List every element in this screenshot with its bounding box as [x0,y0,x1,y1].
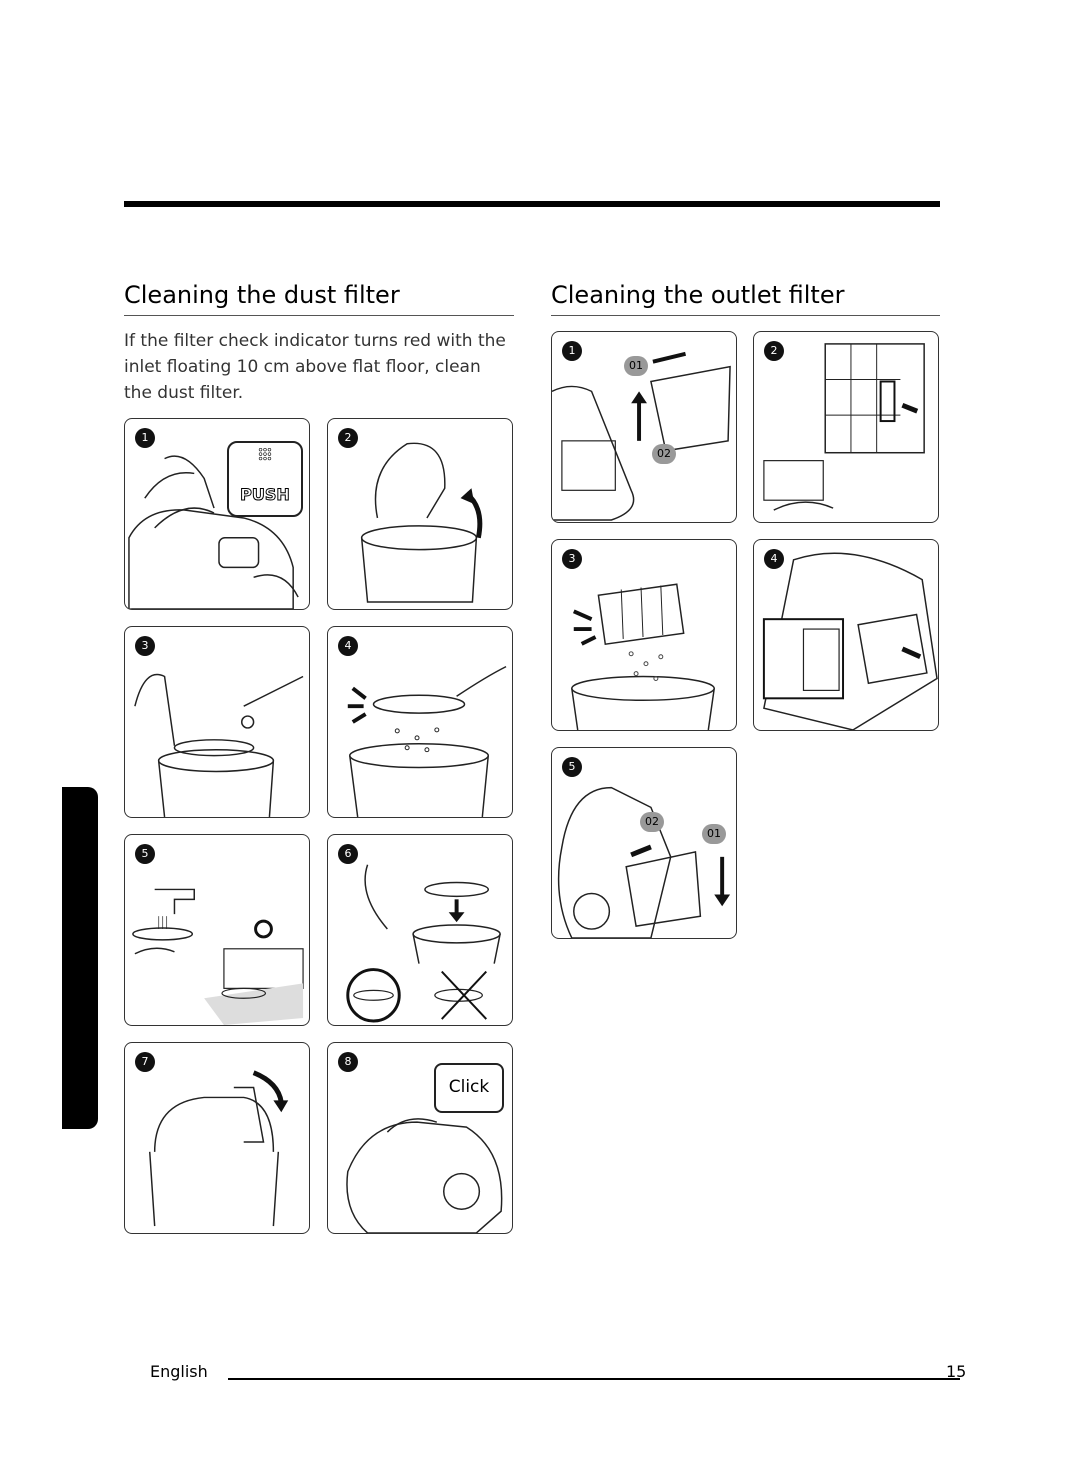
step-badge: 4 [764,549,784,569]
close-outlet-cover-illustration [557,786,731,938]
dust-step-4-panel: 4 [327,626,513,818]
dust-step-3-panel: 3 [124,626,310,818]
push-button-callout: PUSH [227,441,303,517]
step-badge: 2 [338,428,358,448]
step-badge: 2 [764,341,784,361]
step-badge: 1 [562,341,582,361]
step-badge: 8 [338,1052,358,1072]
dust-step-8-panel: 8 Click [327,1042,513,1234]
dust-step-5-panel: 5 [124,834,310,1026]
top-rule [124,201,940,207]
step-badge: 1 [135,428,155,448]
step-badge: 3 [562,549,582,569]
tag-02: 02 [640,812,664,832]
step-badge: 6 [338,844,358,864]
section-side-tab [62,787,98,1129]
remove-filter-illustration [134,673,304,817]
dot-grid-icon [258,447,272,461]
step-badge: 4 [338,636,358,656]
step-badge: 7 [135,1052,155,1072]
step-badge: 5 [135,844,155,864]
tag-01: 01 [624,356,648,376]
dust-step-2-panel: 2 [327,418,513,610]
wash-and-dry-illustration [132,888,304,1025]
outlet-step-4-panel: 4 [753,539,939,731]
dust-step-1-panel: 1 PUSH [124,418,310,610]
outlet-step-2-panel: 2 [753,331,939,523]
footer-language: English [150,1362,208,1381]
vacuum-handle-illustration [128,455,299,609]
tag-02: 02 [652,444,676,464]
dust-step-7-panel: 7 [124,1042,310,1234]
footer-rule [228,1378,960,1380]
filter-latch-illustration [763,343,925,511]
dust-filter-intro: If the filter check indicator turns red … [124,331,506,403]
step-badge: 5 [562,757,582,777]
dust-filter-title: Cleaning the dust filter [124,281,400,309]
click-callout: Click [434,1063,504,1113]
outlet-step-3-panel: 3 [551,539,737,731]
tap-outlet-filter-illustration [571,583,715,730]
outlet-step-5-panel: 5 02 01 [551,747,737,939]
dust-title-rule [124,315,514,316]
open-lid-illustration [360,442,483,603]
close-lid-illustration [148,1070,289,1227]
outlet-filter-title: Cleaning the outlet filter [551,281,845,309]
page-number: 15 [946,1362,967,1381]
reattach-bin-illustration [346,1118,503,1233]
tag-01: 01 [702,824,726,844]
outlet-cover-illustration [552,351,731,521]
outlet-step-1-panel: 1 01 02 [551,331,737,523]
reinsert-outlet-filter-illustration [762,552,938,730]
reinsert-filter-illustration [346,864,501,1023]
step-badge: 3 [135,636,155,656]
outlet-title-rule [551,315,940,316]
push-label: PUSH [240,485,291,505]
dust-step-6-panel: 6 [327,834,513,1026]
tap-filter-illustration [347,665,507,817]
